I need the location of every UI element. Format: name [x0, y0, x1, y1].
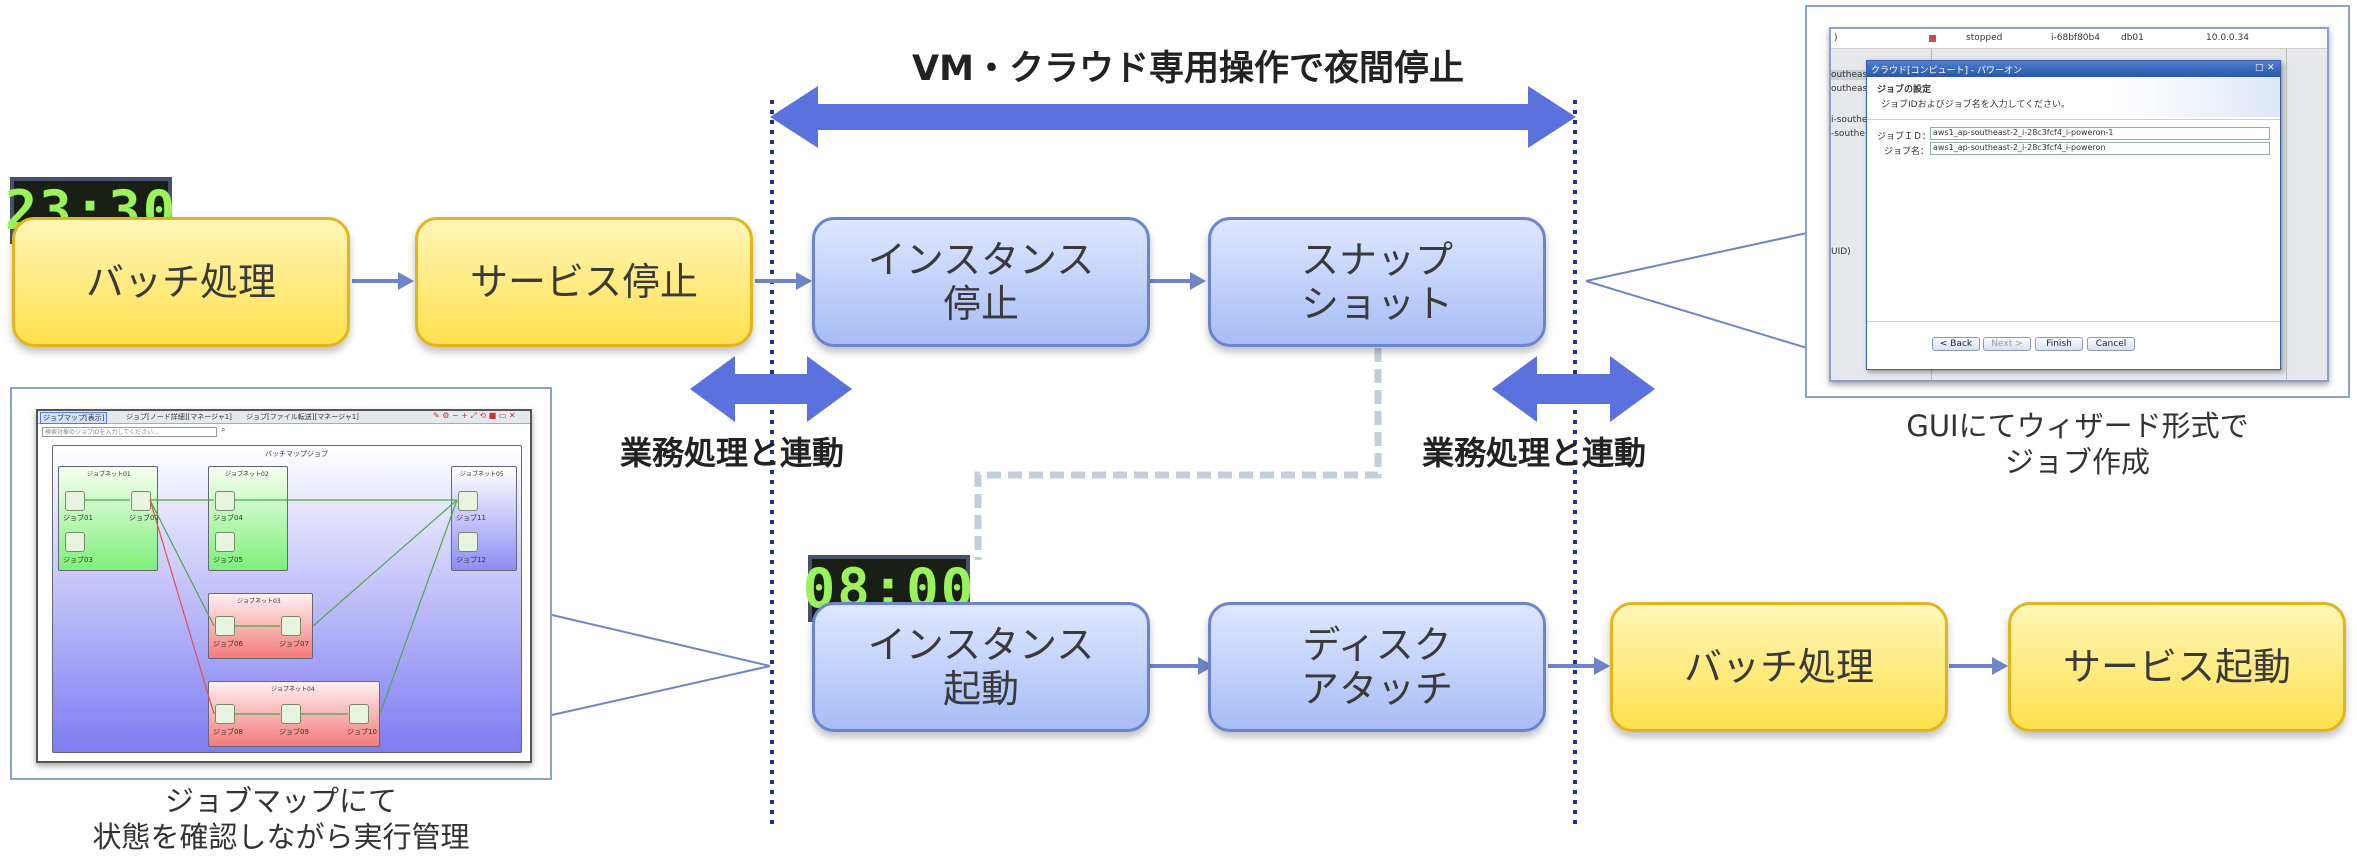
job-node-icon[interactable] — [458, 491, 478, 511]
bg-left-text: UID) — [1831, 247, 1851, 257]
job-node-icon[interactable] — [215, 532, 235, 552]
linkage-arrow-left — [690, 356, 852, 422]
jobmap-screenshot: ジョブマップ[表示] ジョブ[ノード詳細][マネージャ1] ジョブ[ファイル転送… — [36, 409, 532, 763]
back-button[interactable]: < Back — [1932, 337, 1980, 351]
cancel-button[interactable]: Cancel — [2087, 337, 2135, 351]
jobmap-edges — [84, 499, 458, 715]
job-label: ジョブ03 — [63, 556, 93, 564]
job-label: ジョブ02 — [129, 514, 159, 522]
job-label: ジョブ11 — [456, 514, 486, 522]
instance-start-box: インスタンス 起動 — [812, 602, 1150, 732]
bg-row-name: db01 — [2121, 33, 2144, 43]
night-stop-heading: VM・クラウド専用操作で夜間停止 — [912, 49, 1464, 89]
toolbar-icons[interactable]: ✎ ⚙ − + ⤢ ⟲ ■ ▭ ✕ — [433, 411, 516, 420]
bg-row-status: stopped — [1966, 33, 2003, 43]
root-jobnet-label: バッチマップジョブ — [265, 450, 328, 458]
dialog-maximize-icon[interactable]: □ — [2255, 63, 2264, 73]
job-node-icon[interactable] — [65, 532, 85, 552]
root-jobnet: バッチマップジョブ ジョブネット01 ジョブ01 ジョブ02 ジョブ03 ジョブ… — [52, 445, 522, 753]
search-placeholder: 検索対象のジョブIDを入力してください... — [45, 429, 159, 436]
tab-file-transfer[interactable]: ジョブ[ファイル転送][マネージャ1] — [246, 413, 359, 421]
bg-left-text: ) — [1834, 33, 1838, 43]
jobmap-screenshot-frame: ジョブマップ[表示] ジョブ[ノード詳細][マネージャ1] ジョブ[ファイル転送… — [10, 387, 552, 780]
dialog-titlebar: クラウド[コンピュート] - パワーオン □ ✕ — [1867, 61, 2280, 77]
tab-jobmap-view[interactable]: ジョブマップ[表示] — [40, 412, 108, 424]
dialog-close-icon[interactable]: ✕ — [2267, 63, 2275, 73]
gui-wizard-caption: GUIにてウィザード形式で ジョブ作成 — [1906, 409, 2249, 479]
jobnet-group[interactable]: ジョブネット01 ジョブ01 ジョブ02 ジョブ03 — [58, 466, 159, 571]
job-node-icon[interactable] — [65, 491, 85, 511]
service-start-box: サービス起動 — [2008, 602, 2346, 732]
next-button[interactable]: Next > — [1983, 337, 2031, 351]
jobnet-group[interactable]: ジョブネット02 ジョブ04 ジョブ05 — [208, 466, 288, 571]
search-icon[interactable]: ⌕ — [221, 425, 226, 434]
job-name-field[interactable]: aws1_ap-southeast-2_i-28c3fcf4_i-poweron — [1930, 142, 2270, 155]
jobnet-label: ジョブネット02 — [225, 471, 269, 478]
jobnet-label: ジョブネット03 — [237, 598, 281, 605]
night-span-arrow — [770, 86, 1576, 148]
job-id-label: ジョブＩＤ： — [1877, 132, 1932, 142]
job-name-value: aws1_ap-southeast-2_i-28c3fcf4_i-poweron — [1933, 143, 2106, 152]
bg-left-text: outheas — [1831, 84, 1868, 94]
finish-button[interactable]: Finish — [2035, 337, 2083, 351]
dialog-instruction: ジョブIDおよびジョブ名を入力してください。 — [1881, 100, 2071, 110]
jobnet-group[interactable]: ジョブネット03 ジョブ06 ジョブ07 — [208, 593, 313, 659]
job-node-icon[interactable] — [215, 491, 235, 511]
jobmap-caption: ジョブマップにて 状態を確認しながら実行管理 — [92, 784, 470, 854]
job-label: ジョブ08 — [213, 728, 243, 736]
job-label: ジョブ01 — [63, 514, 93, 522]
jobnet-label: ジョブネット05 — [460, 471, 504, 478]
jobnet-group[interactable]: ジョブネット05 ジョブ11 ジョブ12 — [451, 466, 517, 571]
jobnet-label: ジョブネット01 — [87, 471, 131, 478]
disk-attach-box: ディスク アタッチ — [1208, 602, 1546, 732]
dialog-section-title: ジョブの設定 — [1877, 85, 1932, 95]
linkage-arrow-right — [1492, 356, 1655, 422]
bg-left-text: outheas — [1831, 70, 1868, 80]
jobmap-tabbar: ジョブマップ[表示] ジョブ[ノード詳細][マネージャ1] ジョブ[ファイル転送… — [38, 411, 530, 424]
bg-row-id: i-68bf80b4 — [2051, 33, 2100, 43]
job-label: ジョブ04 — [213, 514, 243, 522]
tab-node-detail[interactable]: ジョブ[ノード詳細][マネージャ1] — [126, 413, 232, 421]
job-node-icon[interactable] — [281, 616, 301, 636]
wizard-screenshot-frame: stopped i-68bf80b4 db01 10.0.0.34 ) outh… — [1805, 5, 2350, 398]
job-label: ジョブ12 — [456, 556, 486, 564]
job-name-label: ジョブ名： — [1884, 147, 1930, 157]
linkage-label-right: 業務処理と連動 — [1422, 434, 1647, 472]
bg-row-ip: 10.0.0.34 — [2206, 33, 2249, 43]
job-label: ジョブ06 — [213, 640, 243, 648]
instance-stop-box: インスタンス 停止 — [812, 217, 1150, 347]
job-label: ジョブ10 — [347, 728, 377, 736]
linkage-label-left: 業務処理と連動 — [620, 434, 845, 472]
batch-process-box: バッチ処理 — [12, 217, 350, 347]
bg-status-icon — [1929, 35, 1936, 42]
bg-left-text: i-southe — [1831, 115, 1868, 125]
batch-process-box-bottom: バッチ処理 — [1610, 602, 1948, 732]
bg-left-text: -southe — [1831, 129, 1865, 139]
job-label: ジョブ09 — [279, 728, 309, 736]
job-label: ジョブ07 — [279, 640, 309, 648]
jobmap-search-input[interactable]: 検索対象のジョブIDを入力してください... — [42, 427, 217, 437]
dialog-header — [1867, 77, 2280, 117]
job-node-icon[interactable] — [349, 704, 369, 724]
job-id-field[interactable]: aws1_ap-southeast-2_i-28c3fcf4_i-poweron… — [1930, 127, 2270, 140]
schedule-connector — [974, 348, 1382, 560]
job-node-icon[interactable] — [458, 532, 478, 552]
service-stop-box: サービス停止 — [415, 217, 753, 347]
wizard-screenshot: stopped i-68bf80b4 db01 10.0.0.34 ) outh… — [1829, 27, 2329, 382]
job-label: ジョブ05 — [213, 556, 243, 564]
jobnet-label: ジョブネット04 — [271, 686, 315, 693]
wizard-dialog: クラウド[コンピュート] - パワーオン □ ✕ ジョブの設定 ジョブIDおよび… — [1866, 60, 2281, 370]
job-id-value: aws1_ap-southeast-2_i-28c3fcf4_i-poweron… — [1933, 128, 2114, 137]
snapshot-box: スナップ ショット — [1208, 217, 1546, 347]
dialog-title: クラウド[コンピュート] - パワーオン — [1871, 66, 2022, 76]
bg-table: stopped i-68bf80b4 db01 10.0.0.34 ) outh… — [1831, 29, 2327, 380]
